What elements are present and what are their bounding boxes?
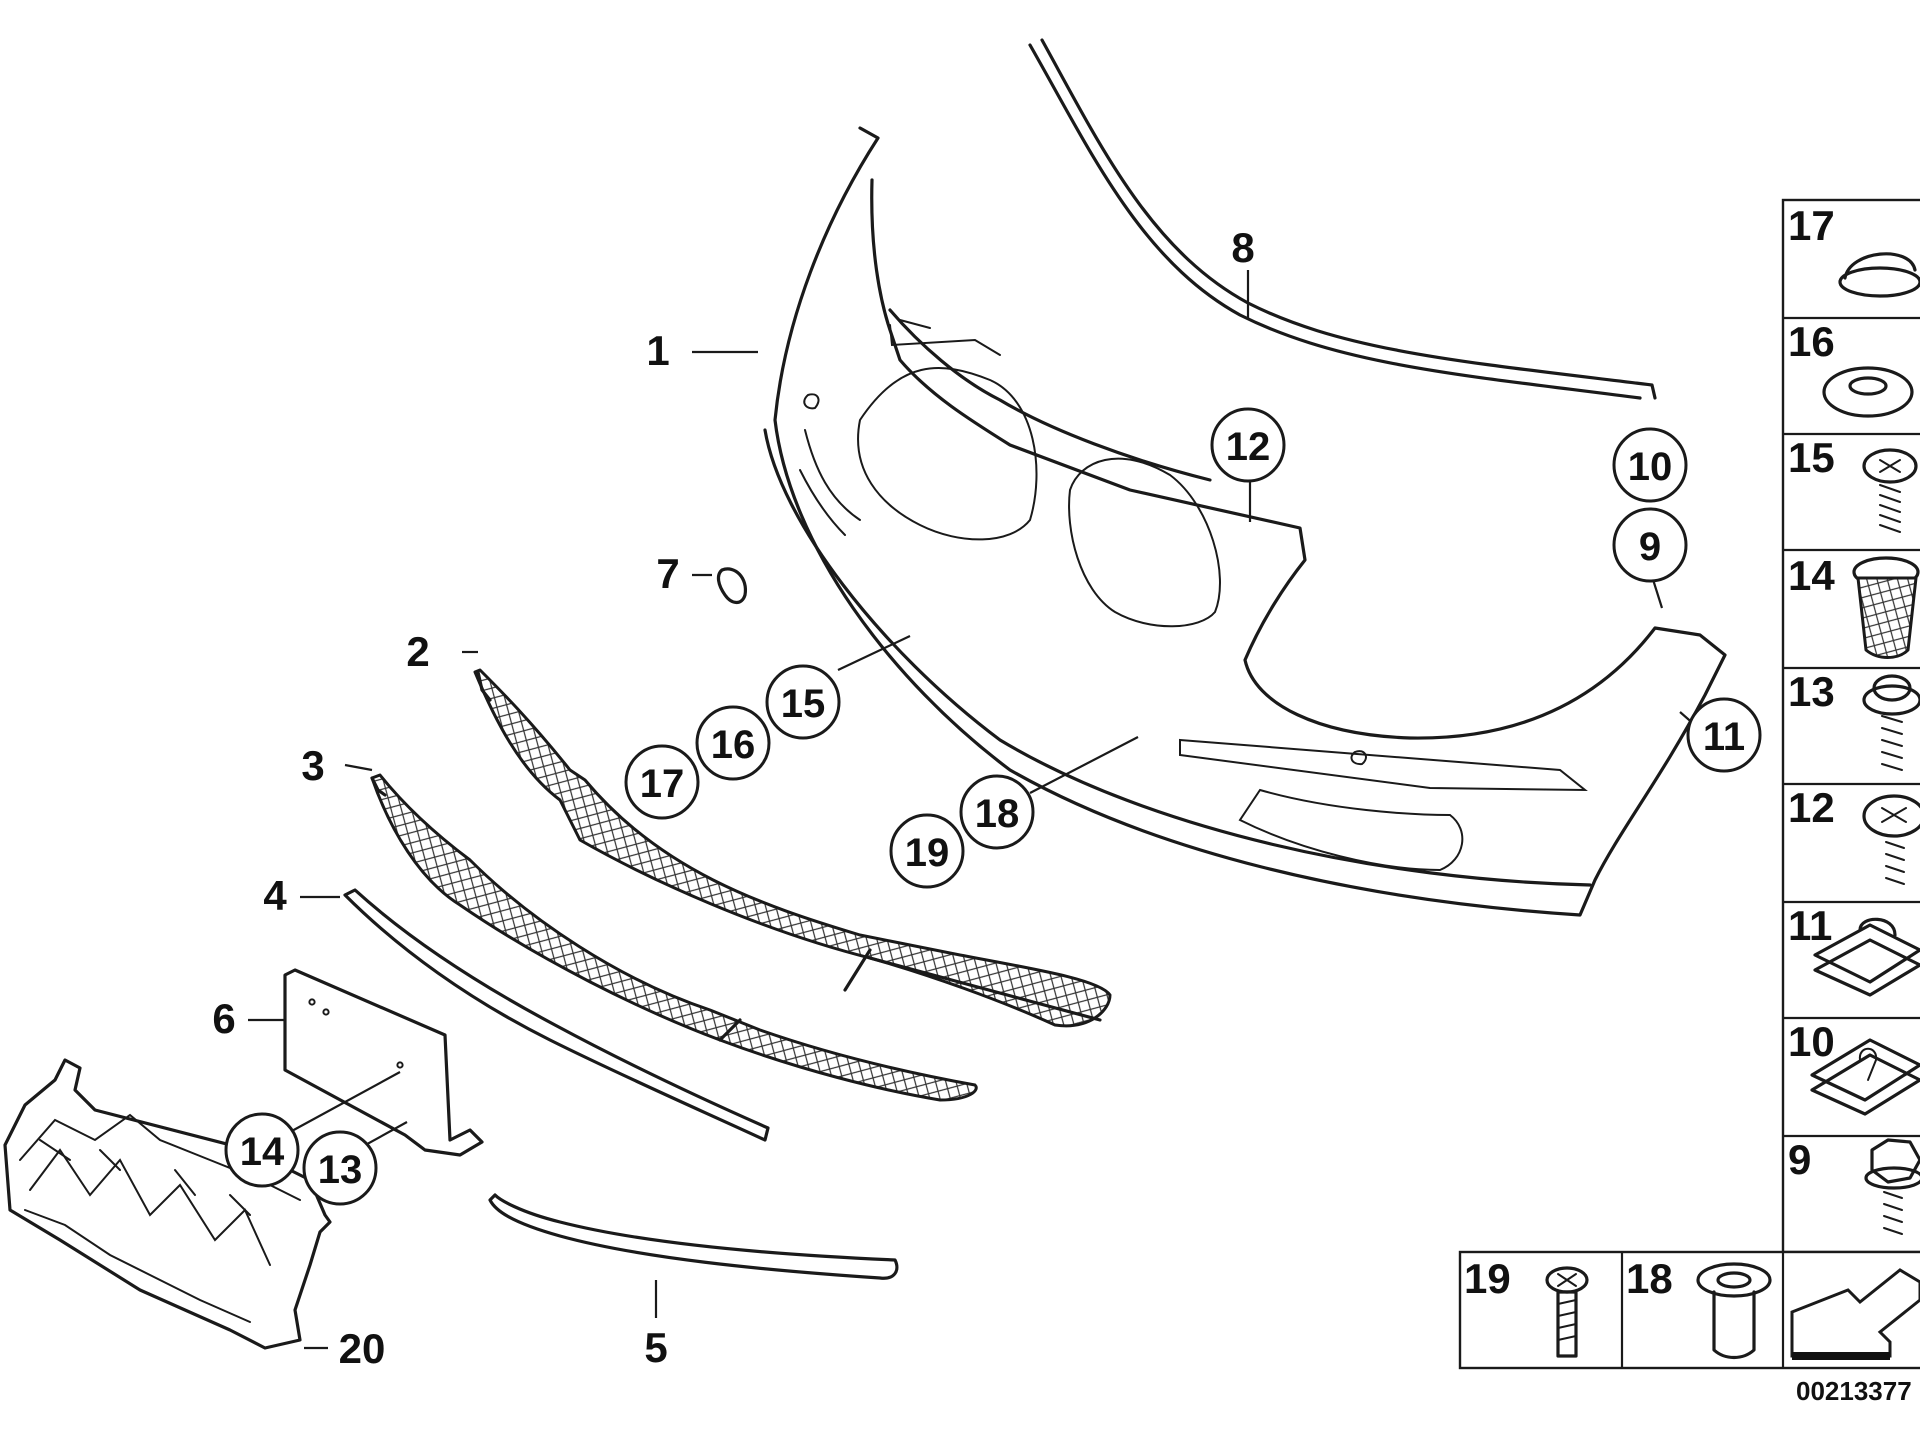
expanding-nut-icon [1852, 556, 1920, 659]
callout-6: 6 [212, 995, 235, 1042]
callout-3: 3 [301, 742, 324, 789]
clip-nut-icon [1813, 917, 1920, 997]
svg-text:10: 10 [1788, 1018, 1835, 1065]
svg-text:8: 8 [1231, 224, 1254, 271]
license-plate-holder [283, 968, 484, 1157]
direction-arrow-icon [1790, 1268, 1920, 1360]
washer-ring-icon [1822, 366, 1914, 418]
svg-text:19: 19 [1464, 1255, 1511, 1302]
svg-text:1: 1 [646, 327, 669, 374]
tow-hook-cover [716, 567, 748, 605]
callout-1: 1 [646, 327, 669, 374]
hex-bolt-icon [1864, 1138, 1920, 1235]
svg-text:5: 5 [644, 1324, 667, 1371]
panel-cell-9: 9 [1788, 1136, 1920, 1235]
svg-text:9: 9 [1639, 525, 1661, 569]
svg-text:6: 6 [212, 995, 235, 1042]
callout-16: 16 [695, 705, 771, 781]
callout-18: 18 [959, 774, 1035, 850]
svg-text:15: 15 [781, 682, 826, 726]
callout-20: 20 [339, 1325, 386, 1372]
lower-grille [370, 773, 978, 1102]
svg-text:20: 20 [339, 1325, 386, 1372]
panel-cell-arrow [1790, 1268, 1920, 1360]
svg-text:18: 18 [1626, 1255, 1673, 1302]
callout-11: 11 [1686, 697, 1762, 773]
callout-14: 14 [224, 1112, 300, 1188]
svg-text:9: 9 [1788, 1136, 1811, 1183]
panel-cell-16: 16 [1788, 318, 1914, 418]
panel-cell-15: 15 [1788, 434, 1918, 533]
svg-text:7: 7 [656, 550, 679, 597]
svg-text:18: 18 [975, 792, 1020, 836]
svg-text:10: 10 [1628, 445, 1673, 489]
svg-text:15: 15 [1788, 434, 1835, 481]
svg-text:11: 11 [1703, 715, 1745, 759]
svg-text:4: 4 [263, 872, 287, 919]
svg-text:11: 11 [1788, 902, 1832, 949]
svg-text:16: 16 [1788, 318, 1835, 365]
panel-cell-13: 13 [1788, 668, 1920, 771]
callout-13: 13 [302, 1130, 378, 1206]
pan-head-screw-icon [1862, 448, 1918, 533]
spring-clip-icon [1810, 1038, 1920, 1116]
chrome-trim-strip [343, 888, 770, 1142]
panel-cell-10: 10 [1788, 1018, 1920, 1116]
upper-grille [473, 668, 1112, 1028]
svg-text:17: 17 [640, 762, 685, 806]
panel-cell-11: 11 [1788, 902, 1920, 997]
callout-10: 10 [1612, 427, 1688, 503]
panel-cell-19: 19 [1464, 1255, 1589, 1358]
panel-cell-12: 12 [1788, 784, 1920, 885]
bottom-panel: 19 18 [1458, 1250, 1920, 1370]
callout-12: 12 [1210, 407, 1286, 483]
flange-screw-icon [1862, 794, 1920, 885]
plastic-nut-icon [1696, 1262, 1772, 1360]
bumper-carrier [3, 1058, 332, 1350]
svg-text:19: 19 [905, 831, 950, 875]
panel-cell-14: 14 [1788, 552, 1920, 659]
svg-text:17: 17 [1788, 202, 1835, 249]
callout-17: 17 [624, 744, 700, 820]
callout-4: 4 [263, 872, 287, 919]
callout-15: 15 [765, 664, 841, 740]
fastener-panel: 17 16 15 14 [1781, 198, 1920, 1254]
svg-text:14: 14 [240, 1130, 285, 1174]
svg-text:13: 13 [318, 1148, 363, 1192]
bolt-icon [1545, 1266, 1589, 1358]
svg-text:13: 13 [1788, 668, 1835, 715]
svg-text:2: 2 [406, 628, 429, 675]
callout-2: 2 [406, 628, 429, 675]
callout-5: 5 [644, 1324, 667, 1371]
svg-text:14: 14 [1788, 552, 1835, 599]
svg-text:12: 12 [1788, 784, 1835, 831]
panel-cell-18: 18 [1626, 1255, 1772, 1360]
bonnet-seal-strip [1028, 38, 1657, 400]
panel-cell-17: 17 [1788, 202, 1920, 298]
washer-screw-icon [1862, 674, 1920, 771]
drawing-number: 00213377 [1796, 1376, 1912, 1406]
callout-8: 8 [1231, 224, 1254, 271]
lower-trim-strip [488, 1193, 899, 1280]
svg-text:3: 3 [301, 742, 324, 789]
callout-9: 9 [1612, 507, 1688, 583]
svg-text:12: 12 [1226, 425, 1271, 469]
grommet-cap-icon [1838, 252, 1920, 298]
callout-19: 19 [889, 813, 965, 889]
callout-7: 7 [656, 550, 679, 597]
svg-text:16: 16 [711, 723, 756, 767]
